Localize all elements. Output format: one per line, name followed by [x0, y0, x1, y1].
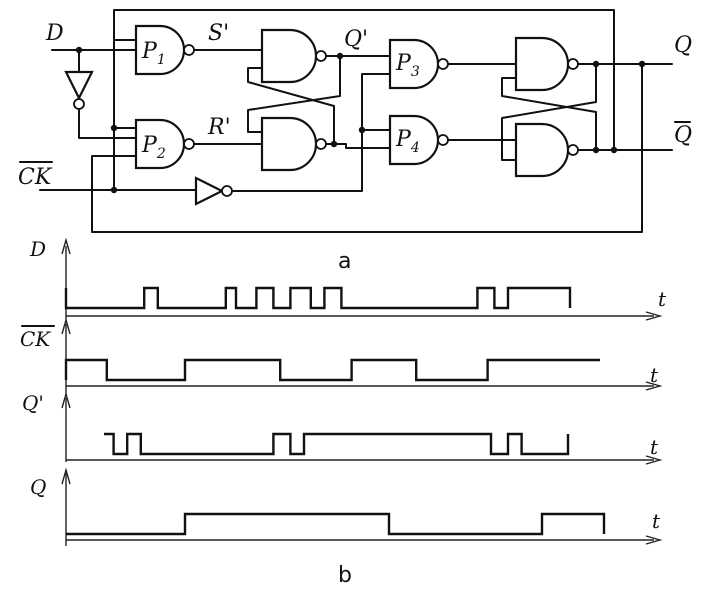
ck-p2-junction	[110, 124, 118, 132]
qprime-time-label: t	[650, 435, 659, 459]
d-inverter-bubble	[73, 98, 85, 110]
gate-p1-label: P1	[141, 39, 166, 68]
gate-p3-label: P3	[395, 51, 420, 80]
feedback-wire-top	[113, 9, 615, 151]
ck-axis-arrow-icon	[61, 317, 71, 335]
qbar-junction-a	[592, 146, 600, 154]
d-time-arrow-icon	[645, 311, 663, 321]
gate-p1-bubble	[183, 44, 195, 56]
latch2-bottom-gate-bubble	[567, 144, 579, 156]
inverted-ck-wire	[231, 129, 363, 192]
latch2-bottom-gate-icon	[514, 122, 570, 178]
node-q-prime-label: Q'	[344, 27, 368, 52]
d-time-label: t	[658, 287, 667, 311]
input-ck-label: CK	[18, 165, 53, 190]
ck-time-label: t	[650, 363, 659, 387]
qbar-junction-b	[610, 146, 618, 154]
d-inverter-icon	[64, 70, 94, 101]
gate-p4-bubble	[437, 134, 449, 146]
latch2-top-gate-bubble	[567, 58, 579, 70]
gate-p4-label: P4	[395, 127, 420, 156]
q-junction-b	[638, 60, 646, 68]
figure-b-caption: b	[338, 563, 352, 588]
q-axis-arrow-icon	[61, 467, 71, 485]
q-waveform	[66, 512, 606, 536]
latch1-bottom-gate-icon	[260, 116, 318, 172]
inverted-ck-to-p3-wire	[361, 73, 391, 131]
gate-p2-label: P2	[141, 133, 166, 162]
latch2-top-gate-icon	[514, 36, 570, 92]
ck-inverter-icon	[194, 176, 225, 206]
q-time-label: t	[652, 509, 661, 533]
signal-d-label: D	[29, 237, 46, 261]
latch1-top-gate-icon	[260, 28, 318, 84]
latch1-top-gate-bubble	[315, 50, 327, 62]
timing-diagram: D CK Q' Q t t t t b	[20, 237, 667, 588]
ck-inverter-bubble	[221, 185, 233, 197]
qprime-waveform	[104, 432, 570, 456]
ck-waveform	[64, 358, 600, 382]
latch1-cross-a	[247, 55, 341, 133]
d-axis-arrow-icon	[61, 237, 71, 255]
node-s-prime-label: S'	[208, 21, 229, 46]
gate-p2-bubble	[183, 138, 195, 150]
signal-qprime-label: Q'	[22, 391, 44, 415]
signal-q-label: Q	[30, 475, 46, 499]
output-qbar-label: Q	[674, 123, 692, 148]
q-time-arrow-icon	[645, 535, 663, 545]
node-r-prime-label: R'	[207, 115, 231, 140]
ck-time-arrow-icon	[645, 381, 663, 391]
qprime-axis-arrow-icon	[61, 391, 71, 409]
inverted-d-wire	[78, 108, 137, 139]
latch2-cross-b	[501, 77, 597, 151]
latch1-comp-wire	[333, 143, 391, 149]
d-waveform	[64, 286, 572, 310]
feedback-wire-bottom	[91, 63, 643, 233]
figure-a-caption: a	[338, 249, 351, 274]
q-junction-a	[592, 60, 600, 68]
input-d-label: D	[45, 21, 64, 46]
logic-circuit: P1 P2	[18, 9, 692, 274]
signal-ck-label: CK	[20, 327, 51, 351]
gate-p3-bubble	[437, 58, 449, 70]
latch1-cross-b	[247, 67, 335, 145]
latch1-bottom-gate-bubble	[315, 138, 327, 150]
latch2-cross-a	[501, 63, 597, 161]
qprime-time-arrow-icon	[645, 455, 663, 465]
output-q-label: Q	[674, 33, 692, 58]
